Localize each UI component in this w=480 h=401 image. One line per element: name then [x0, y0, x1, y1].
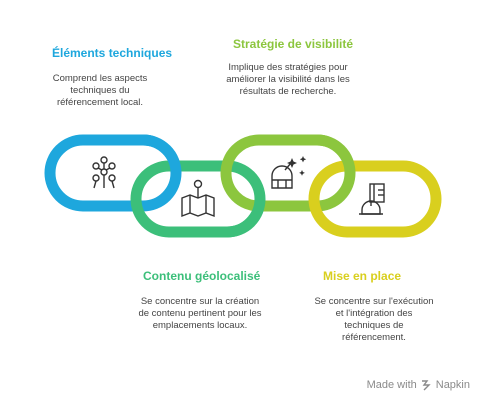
- observatory-icon: [271, 156, 307, 189]
- map-pin-icon: [181, 179, 215, 218]
- step-2-desc: Se concentre sur la création de contenu …: [138, 296, 262, 331]
- step-4-desc: Se concentre sur l'exécution et l'intégr…: [314, 296, 434, 343]
- napkin-logo-icon: [421, 379, 431, 390]
- construction-icon: [359, 183, 385, 215]
- step-1-desc: Comprend les aspects techniques du référ…: [52, 73, 148, 108]
- step-2-title: Contenu géolocalisé: [143, 269, 261, 283]
- atomium-icon: [92, 156, 116, 189]
- made-with-label: Made with: [366, 379, 417, 391]
- ring-strategie-visibilite-overlap: [316, 134, 356, 174]
- step-3-title: Stratégie de visibilité: [233, 37, 354, 51]
- step-3-desc: Implique des stratégies pour améliorer l…: [226, 62, 350, 97]
- ring-contenu-geolocalise-overlap: [226, 198, 266, 238]
- step-4-title: Mise en place: [323, 269, 402, 283]
- napkin-brand: Napkin: [435, 379, 470, 391]
- made-with-napkin[interactable]: Made with Napkin: [367, 379, 470, 391]
- ring-mise-en-place: [308, 160, 442, 238]
- ring-elements-techniques-overlap: [142, 134, 182, 174]
- step-1-title: Éléments techniques: [52, 46, 173, 60]
